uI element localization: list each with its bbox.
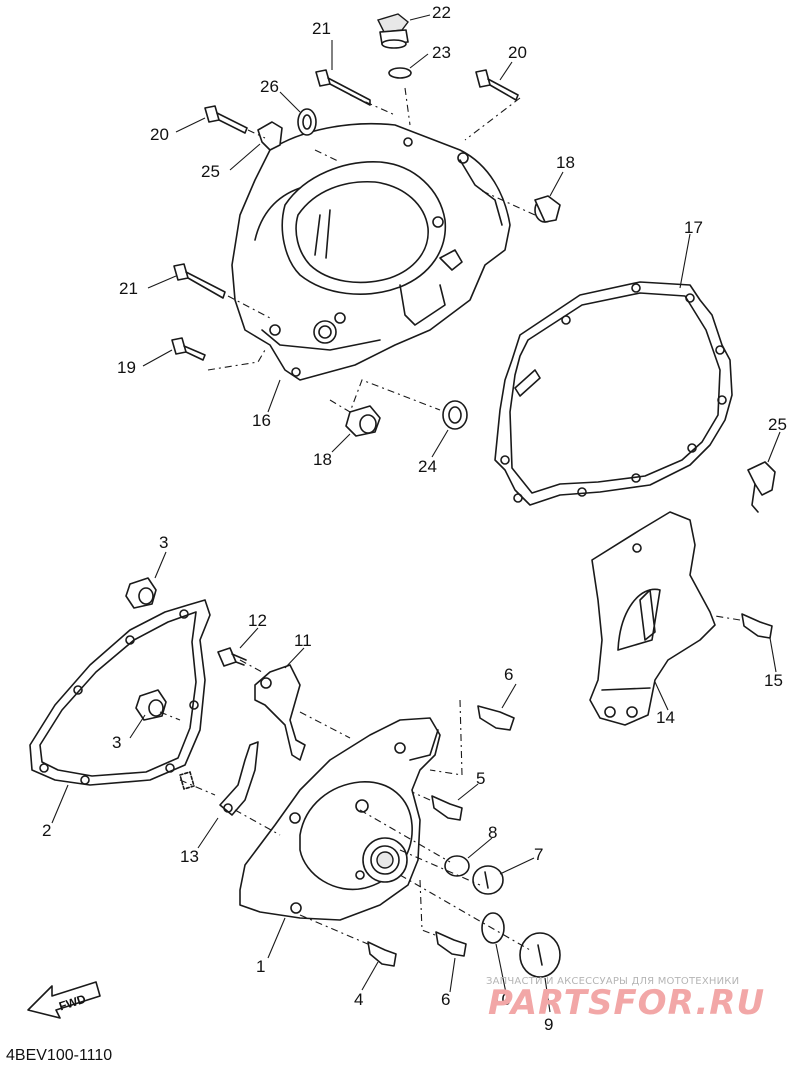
callout-6-lower: 6 bbox=[441, 990, 450, 1009]
callout-5: 5 bbox=[476, 769, 485, 788]
gasket-17 bbox=[494, 281, 733, 506]
bolt-20-left bbox=[204, 105, 248, 134]
callout-25-right: 25 bbox=[768, 415, 787, 434]
dowel-pin-3-lower bbox=[135, 689, 167, 721]
bracket-13 bbox=[219, 741, 259, 816]
callout-26: 26 bbox=[260, 77, 279, 96]
oil-seal-24 bbox=[442, 400, 468, 430]
callout-9: 9 bbox=[544, 1015, 553, 1034]
dowel-pin-18-lower bbox=[345, 405, 381, 437]
clip-25-upper bbox=[257, 121, 283, 151]
bolt-21-lower bbox=[173, 263, 226, 299]
callout-23: 23 bbox=[432, 43, 451, 62]
callout-13: 13 bbox=[180, 847, 199, 866]
oil-filler-plug-22 bbox=[377, 13, 409, 49]
bolt-5 bbox=[431, 795, 463, 821]
callout-labels: 21 22 23 20 26 20 25 18 17 21 19 16 18 2… bbox=[42, 3, 787, 1034]
callout-20-left: 20 bbox=[150, 125, 169, 144]
bolt-15 bbox=[741, 613, 773, 639]
bolt-4 bbox=[367, 941, 397, 967]
lower-alignment-lines bbox=[159, 615, 741, 951]
callout-16: 16 bbox=[252, 411, 271, 430]
fwd-arrow-icon: FWD bbox=[27, 981, 101, 1019]
bracket-11 bbox=[254, 664, 306, 761]
dowel-pin-18-upper bbox=[534, 195, 561, 223]
callout-14: 14 bbox=[656, 708, 675, 727]
oil-seal-26 bbox=[297, 108, 317, 136]
upper-alignment-lines bbox=[207, 87, 536, 413]
callout-2: 2 bbox=[42, 821, 51, 840]
callout-24: 24 bbox=[418, 457, 437, 476]
callout-19: 19 bbox=[117, 358, 136, 377]
leader-lines bbox=[51, 14, 781, 1013]
callout-22: 22 bbox=[432, 3, 451, 22]
gasket-17-holes bbox=[500, 283, 727, 503]
callout-21-lower: 21 bbox=[119, 279, 138, 298]
callout-3-upper: 3 bbox=[159, 533, 168, 552]
callout-12: 12 bbox=[248, 611, 267, 630]
callout-11: 11 bbox=[294, 631, 312, 650]
crankcase-cover-16 bbox=[231, 122, 511, 381]
bolt-12 bbox=[217, 647, 247, 667]
bolt-20-right bbox=[475, 69, 519, 101]
gasket-2 bbox=[29, 599, 211, 786]
o-ring-10 bbox=[481, 912, 505, 944]
clip-25-right bbox=[747, 461, 776, 513]
callout-20-right: 20 bbox=[508, 43, 527, 62]
crankcase-cover-1 bbox=[239, 717, 441, 921]
watermark-logo: PARTSFOR.RU bbox=[488, 983, 765, 1023]
callout-1: 1 bbox=[256, 957, 265, 976]
diagram-code: 4BEV100-1110 bbox=[6, 1047, 112, 1064]
watermark-tagline: ЗАПЧАСТИ И АКСЕССУАРЫ ДЛЯ МОТОТЕХНИКИ bbox=[486, 976, 739, 987]
callout-7: 7 bbox=[534, 845, 543, 864]
callout-6-upper: 6 bbox=[504, 665, 513, 684]
bolt-19 bbox=[171, 337, 206, 361]
callout-10: 10 bbox=[492, 990, 511, 1009]
sprocket-cover-14 bbox=[589, 511, 716, 726]
o-ring-8 bbox=[444, 855, 470, 877]
callout-18-upper: 18 bbox=[556, 153, 575, 172]
watermark: ЗАПЧАСТИ И АКСЕССУАРЫ ДЛЯ МОТОТЕХНИКИ PA… bbox=[486, 976, 765, 1023]
callout-25-upper: 25 bbox=[201, 162, 220, 181]
o-ring-23 bbox=[388, 67, 412, 79]
gasket-2-holes bbox=[39, 609, 199, 785]
callout-21-upper: 21 bbox=[312, 19, 331, 38]
callout-17: 17 bbox=[684, 218, 703, 237]
bolt-13-dashed bbox=[179, 771, 216, 796]
callout-18-lower: 18 bbox=[313, 450, 332, 469]
callout-15: 15 bbox=[764, 671, 783, 690]
plug-7 bbox=[472, 865, 504, 895]
bolt-21-upper bbox=[315, 69, 371, 106]
callout-8: 8 bbox=[488, 823, 497, 842]
callout-4: 4 bbox=[354, 990, 363, 1009]
plug-9 bbox=[519, 932, 561, 978]
bolt-6-upper bbox=[477, 705, 515, 731]
dowel-pin-3-upper bbox=[125, 577, 157, 609]
bolt-6-lower bbox=[435, 931, 467, 957]
callout-3-lower: 3 bbox=[112, 733, 121, 752]
